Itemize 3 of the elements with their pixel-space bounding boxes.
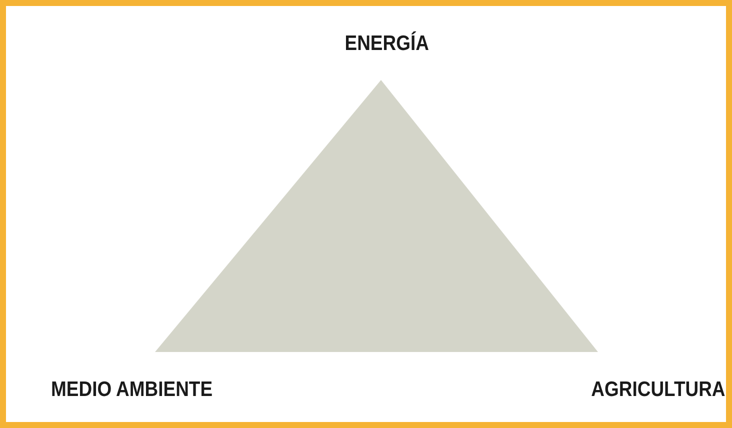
corner-label: MEDIO AMBIENTE [51,378,213,402]
corner-label: ENERGÍA [344,32,429,56]
corner-label: AGRICULTURA [591,378,726,402]
